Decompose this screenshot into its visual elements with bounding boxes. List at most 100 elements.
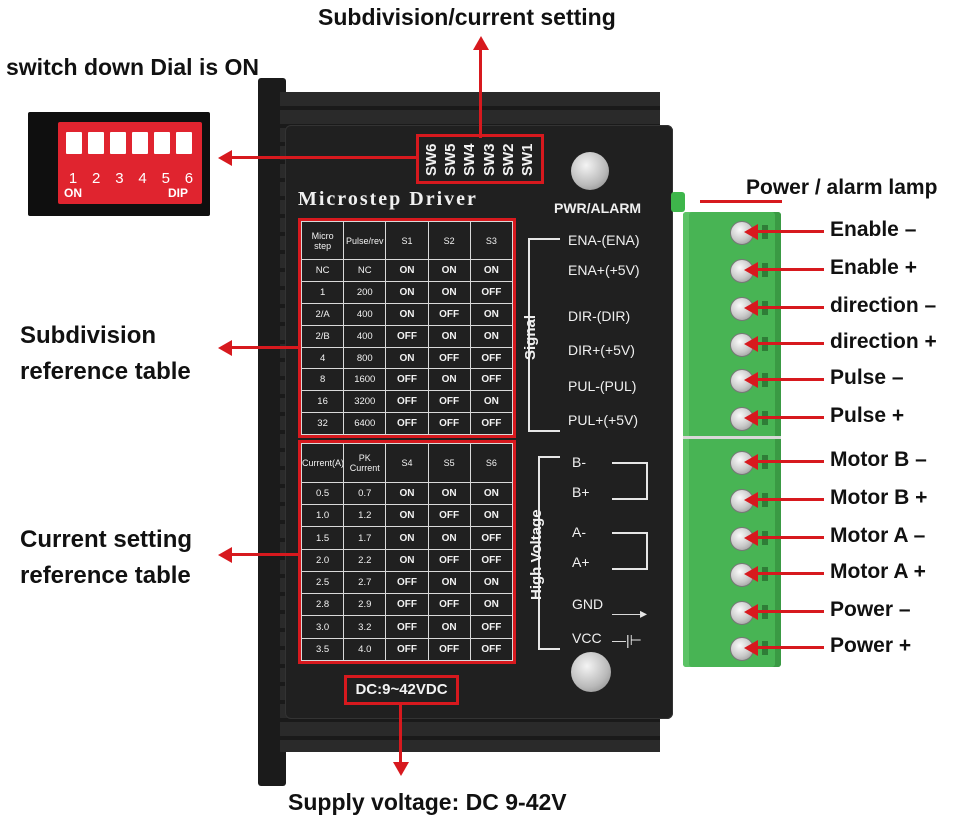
terminal-arrow-head xyxy=(744,566,758,582)
dip-number: 5 xyxy=(161,170,170,187)
table-cell: 1.0 xyxy=(300,504,345,528)
table-cell: 2.5 xyxy=(300,570,345,595)
high-voltage-group-label: High Voltage xyxy=(528,509,545,600)
table-cell: OFF xyxy=(385,637,429,662)
dip-knob xyxy=(132,132,148,154)
table-cell: ON xyxy=(385,548,429,572)
terminal-arrow xyxy=(744,530,824,546)
signal-pin-label: DIR+(+5V) xyxy=(568,342,635,358)
table-header-cell: Pulse/rev xyxy=(343,220,387,261)
table-cell: OFF xyxy=(469,368,514,392)
table-cell: ON xyxy=(385,259,429,283)
table-cell: 2.7 xyxy=(343,570,387,595)
terminal-arrow-line xyxy=(757,378,824,381)
terminal-arrow-head xyxy=(744,224,758,240)
dip-knob xyxy=(66,132,82,154)
dip-knob xyxy=(176,132,192,154)
terminal-block-divider xyxy=(683,436,781,439)
voltage-label-box: DC:9~42VDC xyxy=(344,675,459,705)
terminal-label: Pulse – xyxy=(830,366,904,389)
table-cell: OFF xyxy=(385,570,429,595)
power-pin-label: B+ xyxy=(572,484,590,500)
table-cell: ON xyxy=(427,481,471,506)
table-cell: OFF xyxy=(427,504,471,528)
table-cell: 2.2 xyxy=(343,548,387,572)
terminal-label: Enable – xyxy=(830,218,917,241)
terminal-label: direction – xyxy=(830,294,937,317)
table-cell: ON xyxy=(427,324,471,348)
power-pin-label: B- xyxy=(572,454,586,470)
table-cell: 2.9 xyxy=(343,593,387,617)
power-alarm-led xyxy=(671,192,685,212)
terminal-arrow xyxy=(744,336,824,352)
terminal-arrow xyxy=(744,410,824,426)
terminal-arrow-line xyxy=(757,536,824,539)
switch-label: SW5 xyxy=(442,143,460,177)
gnd-symbol: ——▸ xyxy=(612,605,648,621)
table-cell: ON xyxy=(385,526,429,550)
terminal-label: direction + xyxy=(830,330,937,353)
terminal-arrow xyxy=(744,566,824,582)
terminal-arrow-head xyxy=(744,336,758,352)
table-cell: OFF xyxy=(427,346,471,370)
table-cell: ON xyxy=(469,481,514,506)
table-cell: 400 xyxy=(343,324,387,348)
dip-number: 6 xyxy=(184,170,194,187)
vcc-symbol: —|⊢ xyxy=(612,632,642,648)
switch-label: SW3 xyxy=(480,143,498,177)
dip-knob xyxy=(154,132,170,154)
dip-number: 4 xyxy=(138,170,147,187)
table-cell: OFF xyxy=(427,302,471,326)
switch-label: SW4 xyxy=(461,143,479,177)
coil-a-symbol xyxy=(612,532,648,570)
table-cell: 1.5 xyxy=(300,526,345,550)
dip-knob xyxy=(110,132,126,154)
signal-pin-label: DIR-(DIR) xyxy=(568,308,631,324)
table-cell: 2/A xyxy=(300,302,345,326)
signal-bracket xyxy=(528,238,560,432)
table-cell: ON xyxy=(385,504,429,528)
dip-on-label: ON xyxy=(64,186,82,200)
switch-label: SW1 xyxy=(518,143,536,177)
table-cell: ON xyxy=(427,368,471,392)
table-cell: OFF xyxy=(427,412,471,435)
terminal-arrow xyxy=(744,640,824,656)
terminal-arrow-head xyxy=(744,262,758,278)
callout-power-alarm-lamp: Power / alarm lamp xyxy=(746,176,938,199)
table-cell: ON xyxy=(427,281,471,304)
table-cell: 0.5 xyxy=(300,481,345,506)
table-cell: OFF xyxy=(469,281,514,304)
dip-dip-label: DIP xyxy=(168,186,189,200)
terminal-arrow-line xyxy=(757,572,824,575)
table-cell: OFF xyxy=(469,637,514,662)
pwr-alarm-label: PWR/ALARM xyxy=(554,200,642,216)
terminal-label: Power – xyxy=(830,598,911,621)
table-cell: NC xyxy=(300,259,345,283)
table-header-cell: S2 xyxy=(427,220,471,261)
table-cell: ON xyxy=(385,302,429,326)
terminal-label: Motor A – xyxy=(830,524,926,547)
dip-number: 2 xyxy=(92,170,101,187)
callout-dip-switch: switch down Dial is ON xyxy=(6,54,260,80)
terminal-label: Motor B – xyxy=(830,448,927,471)
table-cell: OFF xyxy=(469,526,514,550)
table-cell: OFF xyxy=(469,548,514,572)
table-cell: ON xyxy=(427,570,471,595)
table-cell: 3.5 xyxy=(300,637,345,662)
signal-pin-labels: ENA-(ENA)ENA+(+5V)DIR-(DIR)DIR+(+5V)PUL-… xyxy=(568,230,678,440)
terminal-arrow xyxy=(744,454,824,470)
table-cell: 8 xyxy=(300,368,345,392)
switch-label: SW6 xyxy=(423,143,440,177)
table-cell: 1.7 xyxy=(343,526,387,550)
